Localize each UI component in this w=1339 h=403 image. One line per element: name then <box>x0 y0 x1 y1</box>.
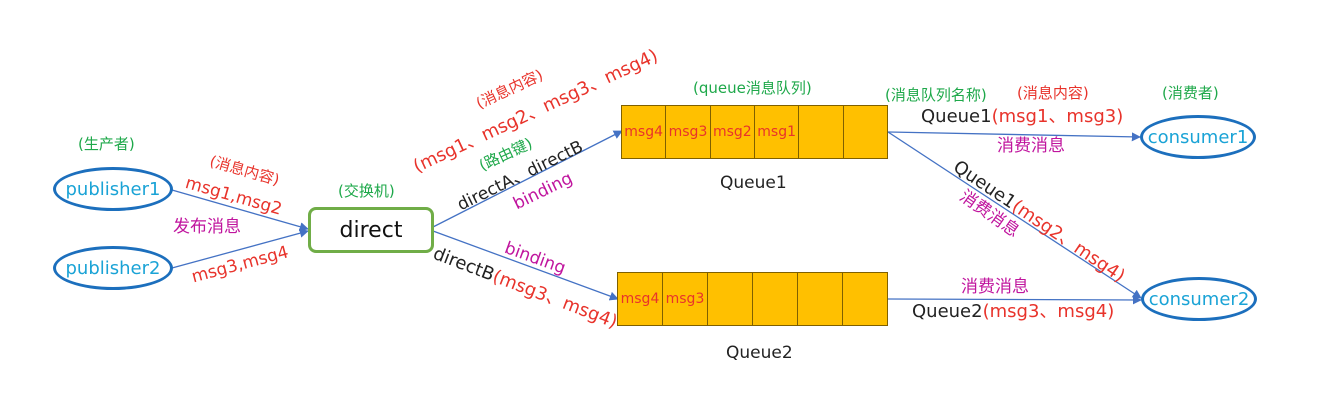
q1-c1-messages: (msg1、msg3) <box>991 106 1124 127</box>
queue1-name: Queue1 <box>720 173 787 193</box>
arrow-publisher1-direct <box>171 189 309 232</box>
queue2-cell <box>843 273 887 325</box>
queue2-cell <box>708 273 753 325</box>
arrow-direct-queue2 <box>432 230 619 301</box>
q1-c1-action: 消费消息 <box>997 136 1065 156</box>
queue2-cell <box>753 273 798 325</box>
queue2-cell: msg4 <box>618 273 663 325</box>
queue2-cell <box>798 273 843 325</box>
queue-name-role-label: (消息队列名称) <box>885 86 987 104</box>
publisher2-node[interactable]: publisher2 <box>53 246 173 290</box>
arrow-queue2-consumer2 <box>887 295 1142 305</box>
queue2-cell: msg3 <box>663 273 708 325</box>
consumer2-node[interactable]: consumer2 <box>1141 277 1257 321</box>
queue1-cell: msg3 <box>666 106 711 158</box>
queue2-box[interactable]: msg4 msg3 <box>617 272 888 326</box>
exchange-role-label: (交换机) <box>338 182 395 200</box>
exchange-name: direct <box>339 217 403 243</box>
queue1-cell <box>799 106 844 158</box>
q1-c1-label: Queue1(msg1、msg3) <box>921 108 1123 126</box>
publisher2-label: publisher2 <box>65 257 161 279</box>
arrow-direct-queue1 <box>432 130 623 228</box>
queue-role-label: (queue消息队列) <box>693 79 812 97</box>
queue1-cell: msg1 <box>755 106 800 158</box>
publisher1-node[interactable]: publisher1 <box>53 167 173 211</box>
q1-c1-queue: Queue1 <box>921 106 992 127</box>
q2-c2-label: Queue2(msg3、msg4) <box>912 303 1114 321</box>
consumer-role-label: (消费者) <box>1162 84 1219 102</box>
queue1-cell: msg2 <box>711 106 755 158</box>
arrow-publisher2-direct <box>171 228 309 269</box>
arrow-queue1-consumer1 <box>887 131 1141 142</box>
arrow-queue1-consumer2 <box>887 131 1142 299</box>
content-label-right: (消息内容) <box>1017 84 1089 102</box>
consumer1-node[interactable]: consumer1 <box>1140 115 1256 159</box>
queue1-box[interactable]: msg4 msg3 msg2 msg1 <box>621 105 888 159</box>
q2-c2-action: 消费消息 <box>961 277 1029 297</box>
direct-exchange-node[interactable]: direct <box>308 207 434 253</box>
q2-c2-queue: Queue2 <box>912 301 983 322</box>
consumer2-label: consumer2 <box>1148 288 1250 310</box>
publish-label: 发布消息 <box>173 217 241 237</box>
publisher1-label: publisher1 <box>65 178 161 200</box>
queue1-cell <box>844 106 887 158</box>
producer-label: (生产者) <box>78 135 135 153</box>
q2-c2-messages: (msg3、msg4) <box>982 301 1115 322</box>
queue1-cell: msg4 <box>622 106 667 158</box>
queue2-name: Queue2 <box>726 343 793 363</box>
consumer1-label: consumer1 <box>1147 126 1249 148</box>
